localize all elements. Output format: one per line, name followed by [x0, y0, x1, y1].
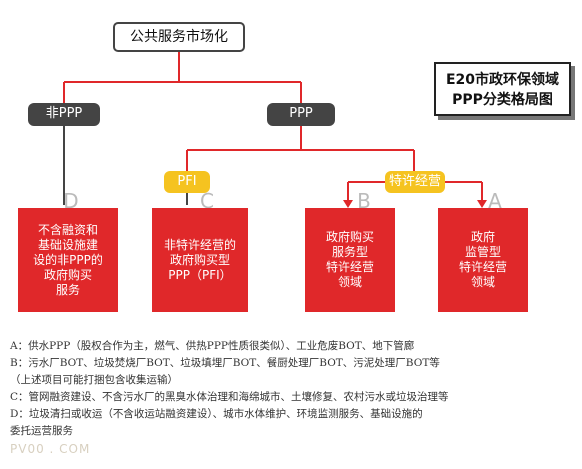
category-box-d: 不含融资和 基础设施建 设的非PPP的 政府购买 服务	[18, 208, 118, 312]
note-d: D：垃圾清扫或收运（不含收运站融资建设）、城市水体维护、环境监测服务、基础设施的	[10, 408, 423, 420]
note-a: A：供水PPP（股权合作为主，燃气、供热PPP性质很类似）、工业危废BOT、地下…	[10, 340, 415, 352]
letter-a: A	[488, 189, 502, 213]
letter-c: C	[200, 189, 214, 213]
category-box-c-text: 非特许经营的 政府购买型 PPP（PFI）	[163, 237, 236, 282]
node-ppp: PPP	[267, 103, 335, 126]
node-concession: 特许经营	[385, 171, 445, 193]
category-box-d-text: 不含融资和 基础设施建 设的非PPP的 政府购买 服务	[33, 222, 103, 297]
note-b: B：污水厂BOT、垃圾焚烧厂BOT、垃圾填埋厂BOT、餐厨处理厂BOT、污泥处理…	[10, 357, 440, 369]
letter-d: D	[63, 189, 79, 213]
root-node: 公共服务市场化	[113, 22, 245, 52]
arrow-to-b	[343, 200, 353, 208]
title-line-1: E20市政环保领域	[445, 72, 560, 88]
category-box-a-text: 政府 监管型 特许经营 领域	[458, 230, 507, 289]
category-box-b-text: 政府购买 服务型 特许经营 领域	[325, 230, 374, 289]
letter-b: B	[357, 189, 371, 213]
category-box-c: 非特许经营的 政府购买型 PPP（PFI）	[152, 208, 248, 312]
node-pfi: PFI	[164, 171, 210, 193]
note-d-cont: 委托运营服务	[10, 425, 73, 437]
arrow-to-a	[477, 200, 487, 208]
node-non-ppp: 非PPP	[28, 103, 100, 126]
note-b-cont: （上述项目可能打捆包含收集运输）	[10, 374, 178, 386]
title-line-2: PPP分类格局图	[452, 92, 553, 108]
diagram-title: E20市政环保领域 PPP分类格局图	[434, 62, 571, 116]
note-c: C：管网融资建设、不含污水厂的黑臭水体治理和海绵城市、土壤修复、农村污水或垃圾治…	[10, 391, 449, 403]
category-box-a: 政府 监管型 特许经营 领域	[438, 208, 528, 312]
watermark: PV00 . COM	[10, 442, 91, 456]
category-box-b: 政府购买 服务型 特许经营 领域	[305, 208, 395, 312]
notes-section: A：供水PPP（股权合作为主，燃气、供热PPP性质很类似）、工业危废BOT、地下…	[10, 338, 576, 440]
